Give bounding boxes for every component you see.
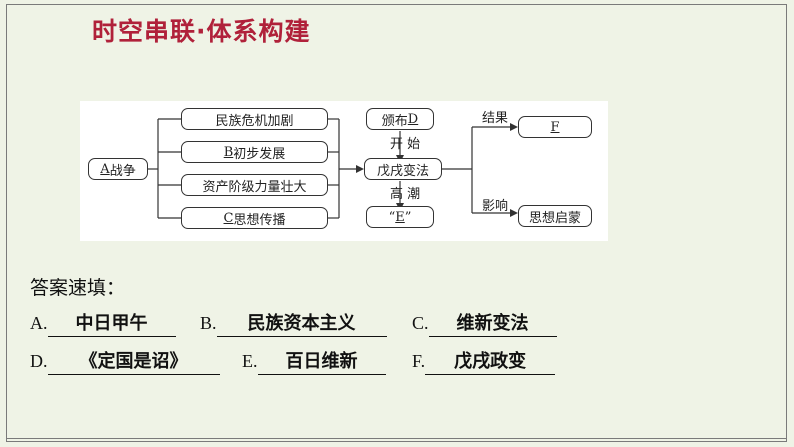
result-blank: F [550,119,560,135]
answer-e: E.百日维新 [242,350,386,375]
answer-c: C.维新变法 [412,312,557,337]
answer-f-letter: F. [412,351,426,371]
page-title: 时空串联·体系构建 [92,17,311,46]
reform-text: 戊戌变法 [376,163,429,179]
label-start: 开 始 [390,137,421,152]
answer-f-value: 戊戌政变 [425,350,556,375]
cause-box-1: 民族危机加剧 [181,108,328,130]
answer-e-letter: E. [242,351,258,371]
answer-a: A.中日甲午 [30,312,176,337]
answer-f: F.戊戌政变 [412,350,556,375]
quote-open: “ [388,209,396,225]
quote-close: ” [404,209,412,225]
hundred-days-box: “ E ” [366,206,434,228]
label-climax: 高 潮 [390,187,421,202]
result-label: 结果 [482,111,509,126]
answer-d-value: 《定国是诏》 [47,350,220,375]
start-text: 战争 [109,163,136,179]
answer-c-value: 维新变法 [428,312,557,337]
cause-text-4: 思想传播 [233,212,286,228]
cause-blank-4: C [223,210,234,226]
answer-a-letter: A. [30,313,48,333]
start-blank: A [100,161,110,177]
influence-text: 思想启蒙 [528,210,581,226]
answers-heading: 答案速填： [30,277,126,299]
answer-d-letter: D. [30,351,48,371]
decree-text: 颁布 [381,113,408,129]
cause-box-4: C 思想传播 [181,207,328,229]
reform-box: 戊戌变法 [364,158,442,180]
answer-b-letter: B. [200,313,217,333]
cause-text-3: 资产阶级力量壮大 [202,179,307,195]
start-box: A 战争 [88,158,148,180]
decree-box: 颁布 D [366,108,434,130]
influence-label: 影响 [482,199,509,214]
hundred-days-blank: E [395,209,405,225]
cause-box-2: B 初步发展 [181,141,328,163]
diagram-connectors [148,118,518,219]
cause-text-1: 民族危机加剧 [215,113,294,129]
cause-box-3: 资产阶级力量壮大 [181,174,328,196]
cause-text-2: 初步发展 [233,146,286,162]
result-box: F [518,116,592,138]
concept-diagram: A 战争 民族危机加剧 B 初步发展 资产阶级力量壮大 C 思想传播 颁布 D … [80,101,608,241]
answer-b-value: 民族资本主义 [216,312,387,337]
answer-d: D.《定国是诏》 [30,350,220,375]
answer-c-letter: C. [412,313,429,333]
answer-b: B.民族资本主义 [200,312,387,337]
cause-blank-2: B [223,144,234,160]
answer-a-value: 中日甲午 [47,312,176,337]
decree-blank: D [407,111,419,127]
answer-e-value: 百日维新 [257,350,386,375]
influence-box: 思想启蒙 [518,205,592,227]
slide-frame-bottom [6,438,787,442]
